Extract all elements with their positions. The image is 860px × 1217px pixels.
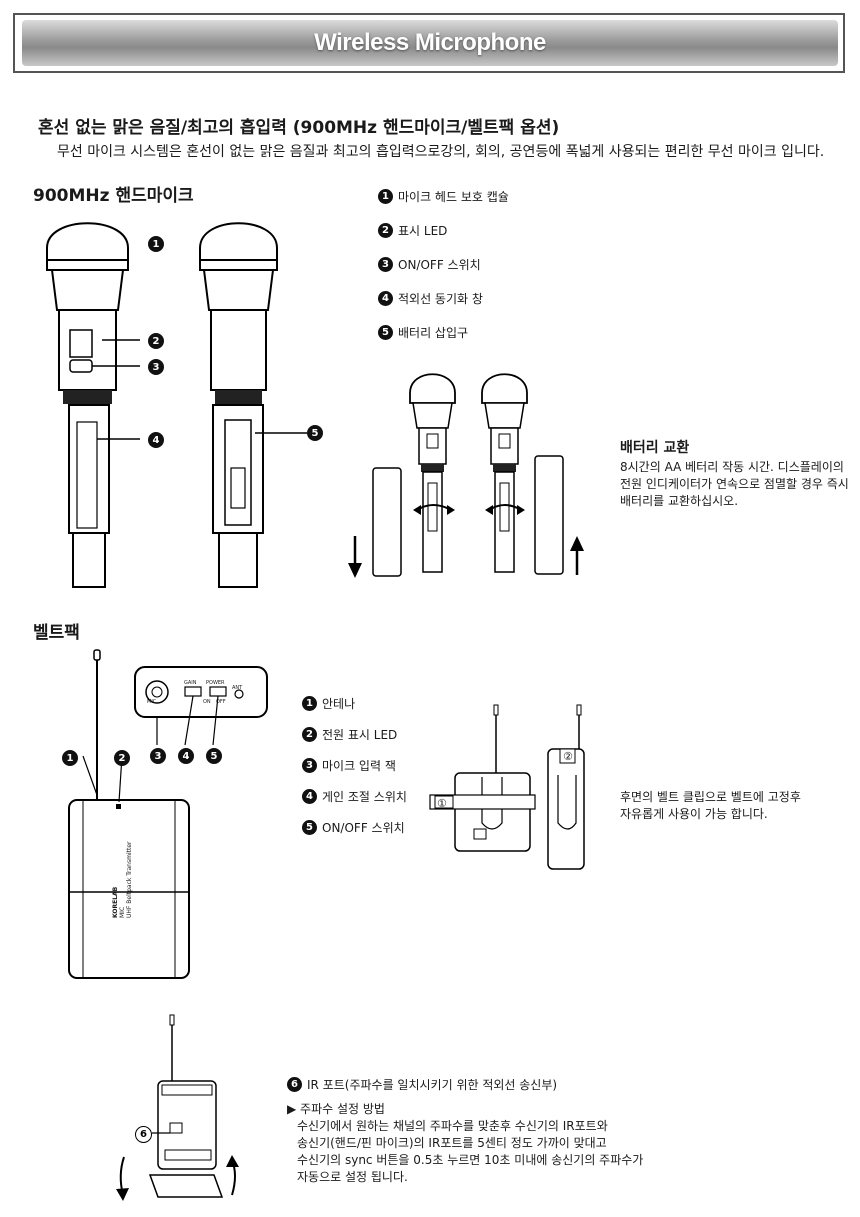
clip-text-line: 후면의 벨트 클립으로 벨트에 고정후 xyxy=(620,790,801,804)
callout-1-icon: 1 xyxy=(148,236,164,252)
part-label: 게인 조절 스위치 xyxy=(322,790,407,804)
header-bar: Wireless Microphone xyxy=(22,20,838,66)
number-5-icon: 5 xyxy=(302,820,317,835)
list-item: 3 ON/OFF 스위치 xyxy=(378,256,509,273)
callout-3-icon: 3 xyxy=(148,359,164,375)
method-title: ▶ 주파수 설정 방법 xyxy=(287,1102,385,1116)
ir-port-label: IR 포트(주파수를 일치시키기 위한 적외선 송신부) xyxy=(307,1078,558,1092)
battery-title: 배터리 교환 xyxy=(620,440,690,456)
intro-description: 무선 마이크 시스템은 혼선이 없는 맑은 음질과 최고의 흡입력으로강의, 회… xyxy=(57,144,825,160)
ir-port-illustration xyxy=(116,1014,239,1201)
battery-text-line: 배터리를 교환하십시오. xyxy=(620,494,739,508)
clip-marker: ① xyxy=(437,797,447,810)
panel-label: ANT xyxy=(232,685,243,691)
clip-info: 후면의 벨트 클립으로 벨트에 고정후 자유롭게 사용이 가능 합니다. xyxy=(620,789,801,823)
number-3-icon: 3 xyxy=(378,257,393,272)
clip-marker: ② xyxy=(563,750,573,763)
header-frame xyxy=(13,13,845,73)
part-label: 배터리 삽입구 xyxy=(398,326,469,340)
callout-2-icon: 2 xyxy=(114,750,130,766)
number-4-icon: 4 xyxy=(378,291,393,306)
method-line: 수신기에서 원하는 채널의 주파수를 맞춘후 수신기의 IR포트와 xyxy=(297,1119,608,1133)
battery-replacement-illustration xyxy=(348,373,584,578)
battery-text-line: 전원 인디케이터가 연속으로 점멸할 경우 즉시 xyxy=(620,477,849,491)
callout-4-icon: 4 xyxy=(148,432,164,448)
handmic-back-illustration xyxy=(199,222,307,588)
part-label: ON/OFF 스위치 xyxy=(322,821,405,835)
list-item: 2 표시 LED xyxy=(378,222,509,239)
panel-label: OFF xyxy=(216,699,226,705)
number-1-icon: 1 xyxy=(378,189,393,204)
battery-text-line: 8시간의 AA 베터리 작동 시간. 디스플레이의 xyxy=(620,460,844,474)
list-item: 4 게인 조절 스위치 xyxy=(302,788,407,805)
part-label: 마이크 헤드 보호 캡슐 xyxy=(398,190,509,204)
part-label: 적외선 동기화 창 xyxy=(398,292,483,306)
panel-label: POWER xyxy=(206,680,225,686)
number-2-icon: 2 xyxy=(378,223,393,238)
number-3-icon: 3 xyxy=(302,758,317,773)
part-label: 전원 표시 LED xyxy=(322,728,398,742)
number-4-icon: 4 xyxy=(302,789,317,804)
number-6-icon: 6 xyxy=(287,1077,302,1092)
handmic-front-illustration xyxy=(46,222,140,588)
part-label: 표시 LED xyxy=(398,224,448,238)
callout-1-icon: 1 xyxy=(62,750,78,766)
list-item: 2 전원 표시 LED xyxy=(302,726,407,743)
list-item: 1 안테나 xyxy=(302,695,407,712)
number-5-icon: 5 xyxy=(378,325,393,340)
intro-heading: 혼선 없는 맑은 음질/최고의 흡입력 (900MHz 핸드마이크/벨트팩 옵션… xyxy=(38,118,560,138)
panel-label: GAIN xyxy=(184,680,197,686)
device-desc: UHF Beltpack Transmitter xyxy=(126,841,133,919)
panel-label: ON xyxy=(203,699,211,705)
beltpack-illustration xyxy=(68,649,268,979)
part-label: 마이크 입력 잭 xyxy=(322,759,396,773)
belt-clip-illustration xyxy=(429,704,585,870)
callout-5-icon: 5 xyxy=(206,748,222,764)
panel-label: MIC xyxy=(147,699,157,705)
callout-4-icon: 4 xyxy=(178,748,194,764)
number-1-icon: 1 xyxy=(302,696,317,711)
part-label: ON/OFF 스위치 xyxy=(398,258,481,272)
callout-3-icon: 3 xyxy=(150,748,166,764)
list-item: 6 IR 포트(주파수를 일치시키기 위한 적외선 송신부) xyxy=(287,1076,643,1093)
method-line: 자동으로 설정 됩니다. xyxy=(297,1170,408,1184)
device-model: MIC xyxy=(119,906,126,918)
part-label: 안테나 xyxy=(322,697,356,711)
list-item: 5 배터리 삽입구 xyxy=(378,324,509,341)
list-item: 4 적외선 동기화 창 xyxy=(378,290,509,307)
list-item: 1 마이크 헤드 보호 캡슐 xyxy=(378,188,509,205)
method-line: 송신기(핸드/핀 마이크)의 IR포트를 5센티 정도 가까이 맞대고 xyxy=(297,1136,607,1150)
callout-2-icon: 2 xyxy=(148,333,164,349)
list-item: 5 ON/OFF 스위치 xyxy=(302,819,407,836)
device-label-block: KORELAB MIC UHF Beltpack Transmitter xyxy=(112,842,133,919)
number-2-icon: 2 xyxy=(302,727,317,742)
beltpack-parts-list: 1 안테나 2 전원 표시 LED 3 마이크 입력 잭 4 게인 조절 스위치 5 ON… xyxy=(302,695,407,836)
callout-6-icon: 6 xyxy=(135,1126,152,1143)
battery-info: 배터리 교환 8시간의 AA 베터리 작동 시간. 디스플레이의 전원 인디케이… xyxy=(620,437,849,510)
method-line: 수신기의 sync 버튼을 0.5초 누르면 10초 미내에 송신기의 주파수가 xyxy=(297,1153,644,1167)
callout-5-icon: 5 xyxy=(307,425,323,441)
handmic-title: 900MHz 핸드마이크 xyxy=(33,186,194,206)
list-item: 3 마이크 입력 잭 xyxy=(302,757,407,774)
ir-port-info: 6 IR 포트(주파수를 일치시키기 위한 적외선 송신부) ▶ 주파수 설정 방… xyxy=(287,1076,643,1186)
clip-text-line: 자유롭게 사용이 가능 합니다. xyxy=(620,807,768,821)
device-brand: KORELAB xyxy=(112,886,119,918)
page-title: Wireless Microphone xyxy=(314,29,546,56)
handmic-parts-list: 1 마이크 헤드 보호 캡슐 2 표시 LED 3 ON/OFF 스위치 4 적외선 동… xyxy=(378,188,509,341)
beltpack-title: 벨트팩 xyxy=(33,623,80,643)
